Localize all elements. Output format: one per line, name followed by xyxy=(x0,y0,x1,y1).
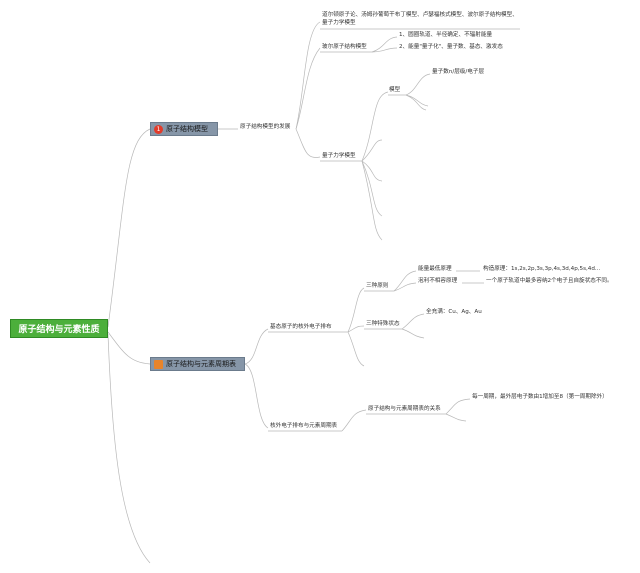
link-three-lowest xyxy=(393,270,417,292)
node-lowest-energy-detail[interactable]: 构造原理：1s,2s,2p,3s,3p,4s,3d,4p,5s,4d... xyxy=(483,266,601,272)
link-quantum-empty-3 xyxy=(361,160,383,241)
node-pauli[interactable]: 泡利不相容原理 xyxy=(418,278,458,284)
link-root-model xyxy=(107,128,151,328)
link-three-pauli xyxy=(393,282,417,292)
link-special-empty xyxy=(401,328,425,339)
link-ground-three xyxy=(347,287,365,333)
node-quantum-submodel[interactable]: 模型 xyxy=(389,87,401,93)
link-bohr-p1 xyxy=(371,36,398,53)
link-ground-special xyxy=(347,325,365,333)
node-pauli-detail[interactable]: 一个原子轨道中最多容纳2个电子且自旋状态不同。 xyxy=(486,278,613,284)
node-periodic-relation[interactable]: 原子结构与元素周期表的关系 xyxy=(368,406,441,412)
link-quantum-model xyxy=(361,91,389,162)
link-quantum-empty-1 xyxy=(361,160,383,182)
node-bohr-point-1[interactable]: 1、圆圈轨道、半径确定、不辐射能量 xyxy=(399,32,493,38)
link-root-empty xyxy=(107,333,151,564)
node-electron-periodic[interactable]: 核外电子排布与元素周期表 xyxy=(270,423,338,429)
link-relation-empty xyxy=(445,413,467,422)
link-table-ground xyxy=(244,328,269,365)
node-model-history-line1[interactable]: 道尔顿原子论、汤姆孙葡萄干布丁模型、卢瑟福核式模型、波尔原子结构模型、 xyxy=(322,12,518,18)
link-special-detail xyxy=(401,313,425,330)
node-lowest-energy[interactable]: 能量最低原理 xyxy=(418,266,452,272)
root-label: 原子结构与元素性质 xyxy=(18,325,100,335)
node-special-detail[interactable]: 全充满：Cu、Ag、Au xyxy=(426,309,482,315)
link-dev-bohr xyxy=(295,47,321,130)
root-node[interactable]: 原子结构与元素性质 xyxy=(10,319,108,338)
node-model-development[interactable]: 原子结构模型的发展 xyxy=(240,124,291,130)
link-dev-history xyxy=(295,21,321,130)
branch-periodic-table[interactable]: 原子结构与元素周期表 xyxy=(150,357,245,371)
orange-square-icon xyxy=(154,359,163,369)
node-special-states[interactable]: 三种特殊状态 xyxy=(366,321,400,327)
link-dev-quantum xyxy=(295,128,321,158)
link-relation-detail xyxy=(445,398,471,415)
link-root-table xyxy=(107,331,151,365)
node-bohr-point-2[interactable]: 2、能量"量子化"、量子数、基态、激发态 xyxy=(399,44,503,50)
link-model-empty-2 xyxy=(405,94,427,111)
link-bohr-p2 xyxy=(371,47,398,53)
node-bohr-model[interactable]: 玻尔原子结构模型 xyxy=(322,44,367,50)
link-quantum-empty-2 xyxy=(361,160,383,217)
branch-atomic-model[interactable]: 1 原子结构模型 xyxy=(150,122,218,136)
link-table-periodic xyxy=(244,363,269,429)
node-three-principles[interactable]: 三种原则 xyxy=(366,283,389,289)
node-model-history-line2[interactable]: 量子力学模型 xyxy=(322,20,356,26)
node-quantum-model[interactable]: 量子力学模型 xyxy=(322,153,356,159)
node-ground-state[interactable]: 基态原子的核外电子排布 xyxy=(270,324,332,330)
link-model-empty-1 xyxy=(405,94,429,107)
branch-periodic-table-label: 原子结构与元素周期表 xyxy=(166,360,236,368)
node-quantum-detail[interactable]: 量子数n/层级/电子层 xyxy=(432,69,485,75)
node-periodic-detail[interactable]: 每一周期，最外层电子数由1增加至8（第一周期除外） xyxy=(472,394,608,400)
link-ground-empty xyxy=(347,331,365,367)
link-quantum-empty-4 xyxy=(361,139,383,162)
number-one-badge-icon: 1 xyxy=(154,124,163,134)
link-periodic-relation xyxy=(341,409,367,432)
link-model-detail xyxy=(405,73,431,96)
branch-atomic-model-label: 原子结构模型 xyxy=(166,125,208,133)
